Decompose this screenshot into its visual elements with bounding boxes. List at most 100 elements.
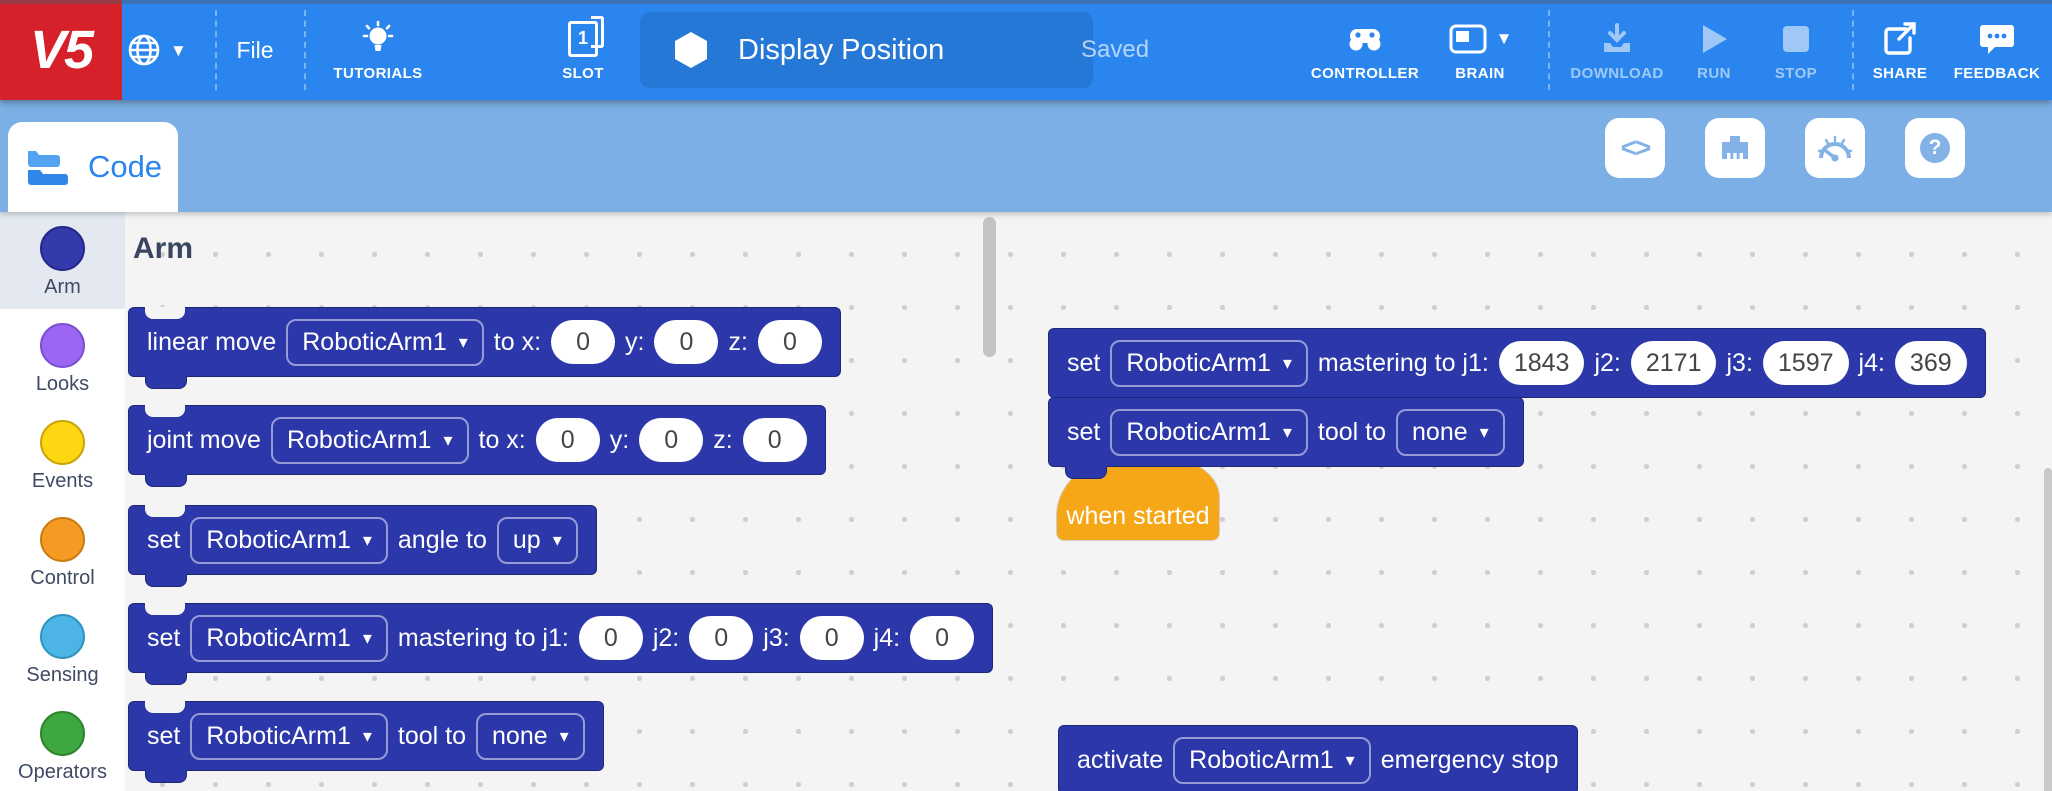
dropdown-value: RoboticArm1	[206, 721, 351, 750]
value-input[interactable]: 0	[535, 418, 600, 462]
value-input[interactable]: 0	[910, 616, 975, 660]
arm-category-dot[interactable]	[40, 226, 85, 271]
dropdown-none[interactable]: none▾	[476, 712, 585, 760]
stop-label: STOP	[1774, 64, 1818, 82]
value-input[interactable]: 0	[654, 320, 719, 364]
operators-category-dot[interactable]	[40, 711, 85, 756]
download-button[interactable]: DOWNLOAD	[1557, 0, 1677, 100]
chevron-down-icon: ▾	[458, 331, 468, 352]
sidebar-item-label: Operators	[18, 761, 107, 783]
stop-button[interactable]: STOP	[1761, 0, 1831, 100]
sidebar-item-sensing[interactable]: Sensing	[0, 600, 125, 697]
palette-scrollbar[interactable]	[983, 217, 996, 357]
palette-section-header: Arm	[133, 232, 194, 265]
chevron-down-icon: ▾	[559, 725, 569, 746]
chevron-down-icon: ▾	[1282, 352, 1292, 373]
share-button[interactable]: SHARE	[1860, 0, 1940, 100]
tab-bar: Code <>	[0, 100, 2052, 212]
brain-icon: ▼	[1448, 19, 1513, 59]
blocks-icon	[24, 146, 76, 188]
tutorials-button[interactable]: TUTORIALS	[318, 0, 438, 100]
topbar-separator	[1548, 10, 1550, 90]
sensing-category-dot[interactable]	[40, 614, 85, 659]
file-menu[interactable]: File	[236, 36, 274, 63]
control-category-dot[interactable]	[40, 517, 85, 562]
sidebar-item-label: Events	[31, 470, 94, 492]
block-text: j2:	[1594, 348, 1621, 377]
value-input[interactable]: 0	[578, 616, 643, 660]
code-view-toggle-button[interactable]: <>	[1605, 118, 1665, 178]
chevron-down-icon: ▼	[1495, 29, 1513, 48]
question-mark-icon: ?	[1920, 133, 1950, 163]
block-text: when started	[1066, 502, 1210, 530]
blocks-workspace[interactable]: Arm Looks Events Control Sensing Operato…	[0, 212, 2052, 791]
topbar-separator	[215, 10, 217, 90]
sidebar-item-control[interactable]: Control	[0, 503, 125, 600]
sidebar-item-looks[interactable]: Looks	[0, 309, 125, 406]
hexagon-icon	[674, 31, 708, 69]
dropdown-roboticarm1[interactable]: RoboticArm1▾	[270, 416, 469, 464]
block-text: mastering to j1:	[1317, 348, 1489, 377]
chevron-down-icon: ▾	[552, 529, 562, 550]
looks-category-dot[interactable]	[40, 323, 85, 368]
events-category-dot[interactable]	[40, 420, 85, 465]
stop-icon	[1781, 19, 1811, 59]
block-text: linear move	[147, 327, 277, 356]
dropdown-none[interactable]: none▾	[1396, 408, 1505, 456]
value-input[interactable]: 0	[757, 320, 822, 364]
dropdown-value: RoboticArm1	[286, 425, 432, 454]
tab-code[interactable]: Code	[8, 122, 178, 212]
workspace-scrollbar[interactable]	[2044, 468, 2052, 791]
dropdown-roboticarm1[interactable]: RoboticArm1▾	[190, 516, 388, 564]
block-text: j4:	[1858, 348, 1885, 377]
value-input[interactable]: 0	[551, 320, 616, 364]
value-input[interactable]: 2171	[1630, 341, 1717, 385]
chevron-down-icon: ▾	[362, 725, 372, 746]
dropdown-roboticarm1[interactable]: RoboticArm1▾	[286, 318, 484, 366]
device-port-button[interactable]	[1705, 118, 1765, 178]
dropdown-roboticarm1[interactable]: RoboticArm1▾	[1110, 339, 1308, 387]
slot-button[interactable]: 1 SLOT	[543, 0, 623, 100]
download-icon	[1597, 19, 1637, 59]
dropdown-roboticarm1[interactable]: RoboticArm1▾	[1173, 736, 1371, 784]
value-input[interactable]: 0	[742, 418, 807, 462]
run-label: RUN	[1697, 64, 1731, 82]
dropdown-roboticarm1[interactable]: RoboticArm1 ▾	[190, 712, 388, 760]
feedback-button[interactable]: FEEDBACK	[1942, 0, 2052, 100]
run-button[interactable]: RUN	[1679, 0, 1749, 100]
block-text: set	[147, 721, 181, 750]
block-text: j3:	[1726, 348, 1753, 377]
value-input[interactable]: 369	[1894, 341, 1967, 385]
sidebar-item-operators[interactable]: Operators	[0, 697, 125, 791]
sidebar-item-arm[interactable]: Arm	[0, 212, 125, 309]
controller-button[interactable]: CONTROLLER	[1305, 0, 1425, 100]
brain-button[interactable]: ▼ BRAIN	[1435, 0, 1525, 100]
value-input[interactable]: 0	[639, 418, 704, 462]
dropdown-value: RoboticArm1	[1126, 417, 1271, 446]
value-input[interactable]: 1843	[1498, 341, 1585, 385]
sidebar-item-events[interactable]: Events	[0, 406, 125, 503]
language-menu[interactable]: ▼	[126, 0, 187, 100]
dropdown-roboticarm1[interactable]: RoboticArm1▾	[1110, 408, 1308, 456]
download-label: DOWNLOAD	[1570, 64, 1664, 82]
project-name: Display Position	[738, 33, 945, 66]
help-button[interactable]: ?	[1905, 118, 1965, 178]
brain-label: BRAIN	[1455, 64, 1505, 82]
sidebar-item-label: Sensing	[26, 664, 99, 686]
topbar-separator	[1852, 10, 1854, 90]
value-input[interactable]: 0	[799, 616, 864, 660]
project-name-field[interactable]: Display Position	[640, 12, 1093, 88]
dropdown-roboticarm1[interactable]: RoboticArm1▾	[190, 614, 388, 662]
value-input[interactable]: 0	[689, 616, 754, 660]
value-input[interactable]: 1597	[1762, 341, 1849, 385]
dashboard-button[interactable]	[1805, 118, 1865, 178]
dropdown-up[interactable]: up▾	[496, 516, 578, 564]
